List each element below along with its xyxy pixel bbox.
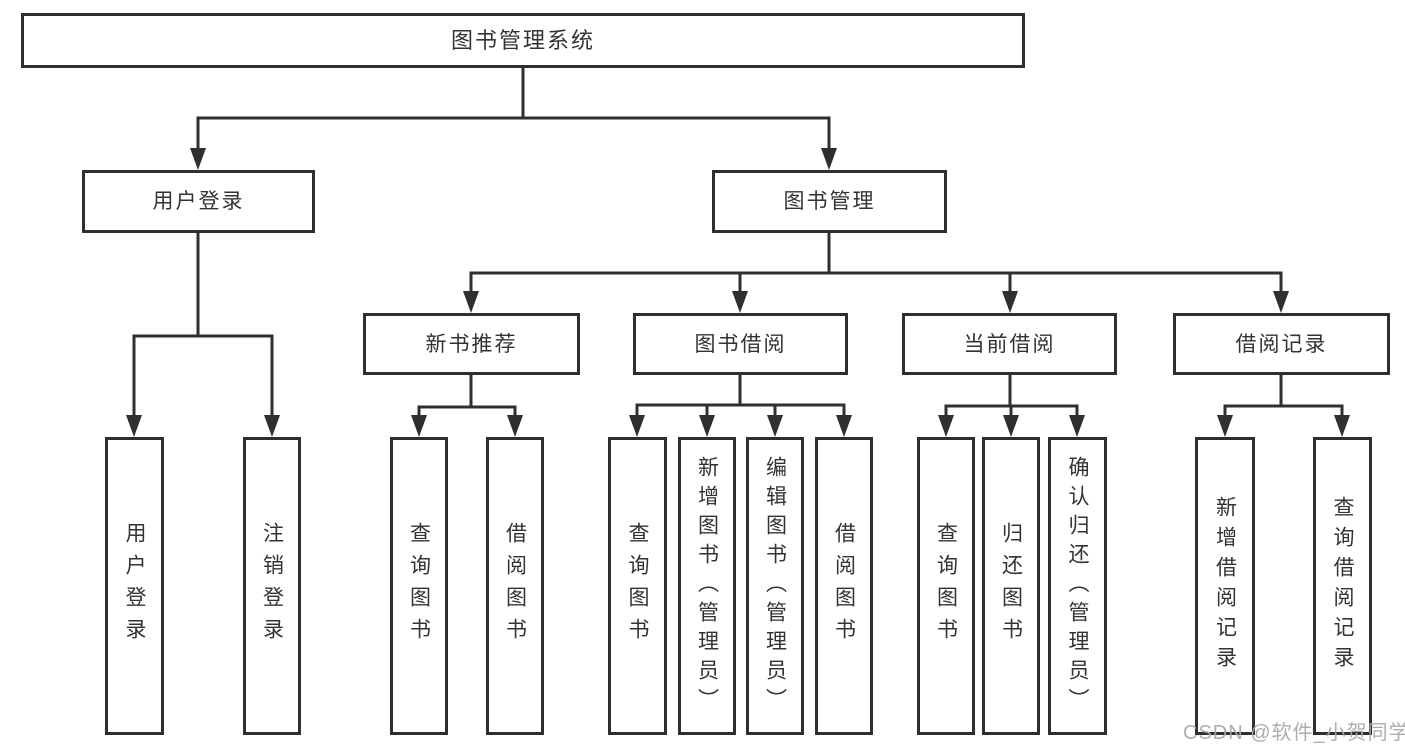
leaf-confirm-return-admin: 确认归还（管理员）	[1048, 437, 1107, 735]
node-new-book-recommend-label: 新书推荐	[425, 332, 518, 356]
node-current-borrow-label: 当前借阅	[963, 332, 1056, 356]
leaf-logout-label: 注销登录	[260, 522, 284, 650]
arrow-down-icon	[1217, 415, 1233, 437]
leaf-borrow-book-2: 借阅图书	[815, 437, 873, 735]
arrow-down-icon	[264, 415, 280, 437]
connector-root-to-level1	[190, 68, 837, 170]
leaf-return-book-label: 归还图书	[999, 522, 1023, 650]
node-borrow-record: 借阅记录	[1173, 313, 1390, 375]
connector-book-borrow-branch	[629, 375, 852, 437]
leaf-query-borrow-record-label: 查询借阅记录	[1331, 496, 1354, 676]
connector-borrow-record-branch	[1217, 375, 1350, 437]
leaf-query-book-2-label: 查询图书	[626, 522, 649, 650]
leaf-edit-book-admin-label: 编辑图书（管理员）	[763, 455, 787, 717]
leaf-query-borrow-record: 查询借阅记录	[1313, 437, 1372, 735]
leaf-query-book-1-label: 查询图书	[407, 522, 431, 650]
arrow-down-icon	[1334, 415, 1350, 437]
leaf-confirm-return-admin-label: 确认归还（管理员）	[1066, 455, 1089, 717]
arrow-down-icon	[411, 415, 427, 437]
arrow-down-icon	[629, 415, 645, 437]
arrow-down-icon	[821, 148, 837, 170]
arrow-down-icon	[507, 415, 523, 437]
leaf-query-book-1: 查询图书	[390, 437, 448, 735]
connector-book-management-to-level2	[463, 233, 1289, 313]
node-book-management: 图书管理	[712, 170, 947, 233]
connector-current-borrow-branch	[938, 375, 1085, 437]
leaf-user-login-label: 用户登录	[123, 522, 146, 650]
leaf-user-login: 用户登录	[105, 437, 164, 735]
leaf-add-borrow-record: 新增借阅记录	[1195, 437, 1255, 735]
node-user-login-label: 用户登录	[152, 190, 245, 213]
leaf-borrow-book-1-label: 借阅图书	[503, 522, 527, 650]
connector-new-book-branch	[411, 375, 523, 437]
leaf-add-borrow-record-label: 新增借阅记录	[1213, 496, 1237, 676]
leaf-return-book: 归还图书	[982, 437, 1040, 735]
arrow-down-icon	[126, 415, 142, 437]
leaf-edit-book-admin: 编辑图书（管理员）	[746, 437, 804, 735]
leaf-query-book-2: 查询图书	[608, 437, 667, 735]
arrow-down-icon	[1069, 415, 1085, 437]
leaf-borrow-book-1: 借阅图书	[486, 437, 544, 735]
node-library-system: 图书管理系统	[21, 13, 1025, 68]
node-book-borrow-label: 图书借阅	[694, 332, 787, 356]
node-book-borrow: 图书借阅	[633, 313, 848, 375]
node-user-login: 用户登录	[82, 170, 315, 233]
node-borrow-record-label: 借阅记录	[1235, 332, 1328, 356]
arrow-down-icon	[732, 291, 748, 313]
arrow-down-icon	[190, 148, 206, 170]
csdn-watermark: CSDN @软件_小贺同学	[1183, 722, 1405, 744]
node-library-system-label: 图书管理系统	[450, 27, 595, 53]
leaf-query-book-3: 查询图书	[917, 437, 975, 735]
arrow-down-icon	[767, 415, 783, 437]
arrow-down-icon	[1273, 291, 1289, 313]
leaf-logout: 注销登录	[243, 437, 301, 735]
leaf-add-book-admin-label: 新增图书（管理员）	[695, 455, 719, 717]
arrow-down-icon	[463, 291, 479, 313]
node-current-borrow: 当前借阅	[902, 313, 1117, 375]
leaf-query-book-3-label: 查询图书	[934, 522, 958, 650]
arrow-down-icon	[1003, 415, 1019, 437]
connector-user-login-branch	[126, 233, 280, 437]
arrow-down-icon	[699, 415, 715, 437]
arrow-down-icon	[938, 415, 954, 437]
leaf-add-book-admin: 新增图书（管理员）	[678, 437, 736, 735]
node-new-book-recommend: 新书推荐	[363, 313, 580, 375]
leaf-borrow-book-2-label: 借阅图书	[832, 522, 856, 650]
node-book-management-label: 图书管理	[783, 190, 876, 213]
arrow-down-icon	[1002, 291, 1018, 313]
arrow-down-icon	[836, 415, 852, 437]
